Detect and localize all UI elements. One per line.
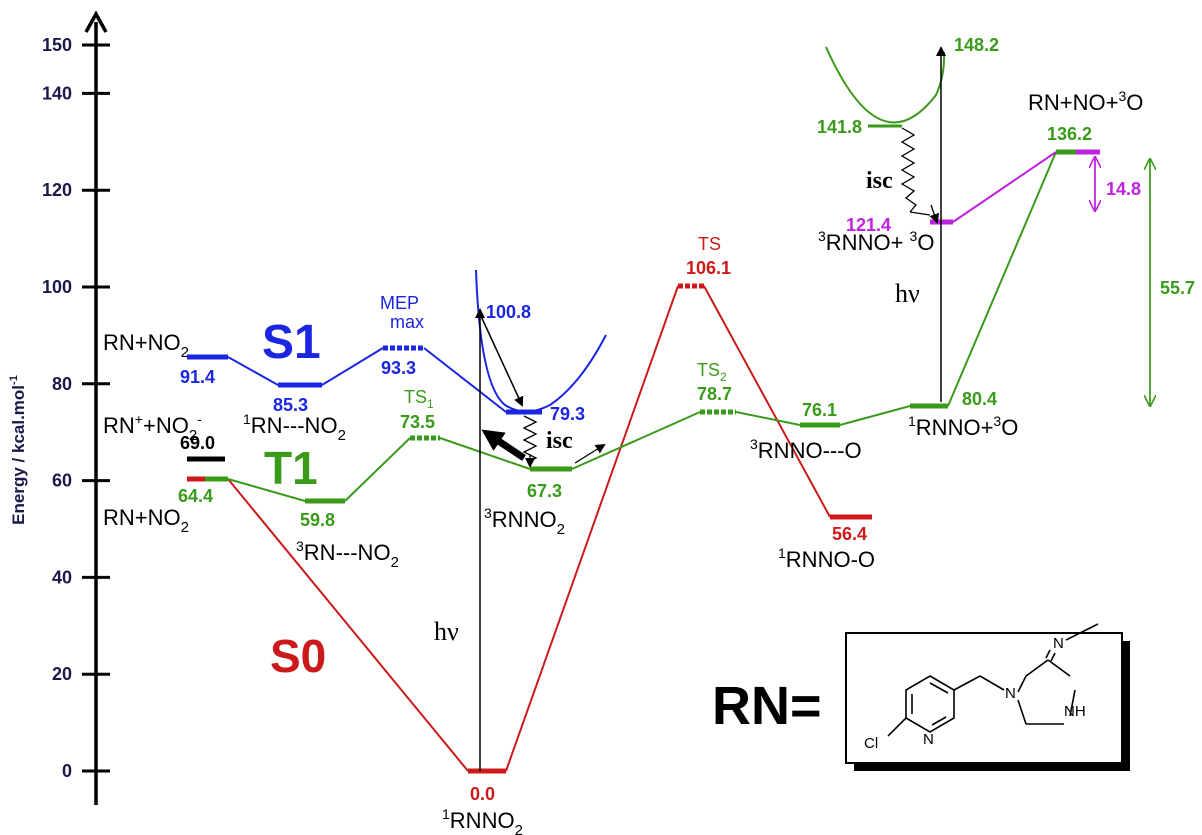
species-labels: RN+NO2 RN++NO2- 1RN---NO2 RN+NO2 3RN---N…	[103, 88, 1143, 835]
structure-box	[845, 632, 1123, 764]
value-100-8: 100.8	[486, 302, 531, 322]
value-148-2: 148.2	[954, 35, 999, 55]
small-right-arrow	[574, 443, 606, 464]
molecule-drawing	[887, 623, 1099, 737]
value-93-3: 93.3	[381, 358, 416, 378]
label-ion-pair: RN++NO2-	[103, 411, 202, 444]
isc-left-label: isc	[546, 428, 573, 454]
rn-structure: RN= Cl N N N NH	[712, 623, 1130, 771]
value-85-3: 85.3	[273, 395, 308, 415]
label-1rnno-3o: 1RNNO+3O	[908, 413, 1018, 440]
isc-wavy-left	[522, 415, 538, 463]
photo-arrows	[475, 46, 946, 771]
energy-values: 91.4 85.3 93.3 100.8 79.3 69.0 64.4 59.8…	[178, 35, 1195, 804]
molecule-atoms: Cl N N N NH	[864, 635, 1086, 752]
label-1rnno2: 1RNNO2	[442, 806, 523, 835]
y-tick-label-80: 80	[52, 374, 72, 394]
y-tick-label-20: 20	[52, 664, 72, 684]
value-55-7: 55.7	[1160, 278, 1195, 298]
label-rn-no2-bottom: RN+NO2	[103, 505, 189, 536]
value-91-4: 91.4	[180, 367, 215, 387]
rn-equals-label: RN=	[712, 676, 822, 736]
y-tick-label-100: 100	[42, 277, 72, 297]
hv-left-label: hν	[434, 617, 459, 646]
label-ts1: TS1	[404, 387, 434, 411]
t1-surface	[205, 46, 1076, 504]
y-axis: 0 20 40 60 80 100 120 140 150 Energy / kcal.mol-…	[8, 10, 110, 805]
value-64-4: 64.4	[178, 486, 213, 506]
process-labels: hν hν isc isc	[434, 168, 920, 646]
isc-wavy-right	[900, 127, 917, 213]
atom-nh: NH	[1064, 703, 1086, 720]
value-79-3: 79.3	[550, 404, 585, 424]
value-76-1: 76.1	[802, 400, 837, 420]
y-axis-label: Energy / kcal.mol-1	[8, 375, 28, 525]
label-1rnno-o: 1RNNO-O	[778, 545, 875, 572]
label-max: max	[390, 312, 424, 332]
y-tick-label-150: 150	[42, 35, 72, 55]
value-136-2: 136.2	[1047, 124, 1092, 144]
label-ts2: TS2	[697, 360, 727, 384]
label-rn-no2-top: RN+NO2	[103, 330, 189, 361]
value-69-0: 69.0	[180, 433, 215, 453]
y-axis-arrowhead	[84, 10, 108, 33]
y-tick-label-40: 40	[52, 567, 72, 587]
value-67-3: 67.3	[527, 481, 562, 501]
value-0-0: 0.0	[470, 784, 495, 804]
value-59-8: 59.8	[300, 510, 335, 530]
label-3rnno-o: 3RNNO---O	[750, 436, 862, 463]
value-106-1: 106.1	[686, 258, 731, 278]
s0-state-label: S0	[270, 630, 326, 682]
s1-surface	[187, 269, 607, 415]
s1-state-label: S1	[262, 316, 321, 369]
value-80-4: 80.4	[962, 389, 997, 409]
state-labels: S1 T1 S0	[262, 316, 326, 682]
ts-labels: MEP max TS1 TS2 TS	[380, 234, 727, 411]
y-axis-ticks: 0 20 40 60 80 100 120 140 150	[42, 35, 110, 781]
value-141-8: 141.8	[817, 117, 862, 137]
label-rn-no-3o: RN+NO+3O	[1028, 88, 1143, 115]
y-tick-label-0: 0	[62, 761, 72, 781]
y-tick-label-140: 140	[42, 83, 72, 103]
t1-state-label: T1	[264, 442, 318, 494]
label-mep: MEP	[380, 293, 419, 313]
atom-n-ring: N	[923, 731, 934, 748]
label-3rn-no2: 3RN---NO2	[296, 538, 399, 571]
atom-n1: N	[1005, 685, 1016, 702]
value-14-8: 14.8	[1106, 179, 1141, 199]
isc-right-label: isc	[866, 168, 893, 194]
label-3rnno2: 3RNNO2	[484, 505, 565, 538]
atom-cl: Cl	[864, 735, 878, 752]
hv-right-label: hν	[895, 279, 920, 308]
value-78-7: 78.7	[697, 384, 732, 404]
y-tick-label-60: 60	[52, 471, 72, 491]
atom-n-imine: N	[1053, 635, 1064, 652]
label-ts: TS	[698, 234, 721, 254]
value-121-4: 121.4	[846, 215, 891, 235]
s0-surface	[187, 283, 872, 774]
relax-arrow	[479, 313, 524, 407]
label-3rnno-3o: 3RNNO+ 3O	[818, 228, 934, 255]
magenta-path	[930, 149, 1100, 225]
label-1rn-no2: 1RN---NO2	[243, 411, 346, 444]
big-backward-arrow	[481, 429, 526, 461]
value-56-4: 56.4	[832, 524, 867, 544]
value-73-5: 73.5	[400, 412, 435, 432]
y-tick-label-120: 120	[42, 180, 72, 200]
